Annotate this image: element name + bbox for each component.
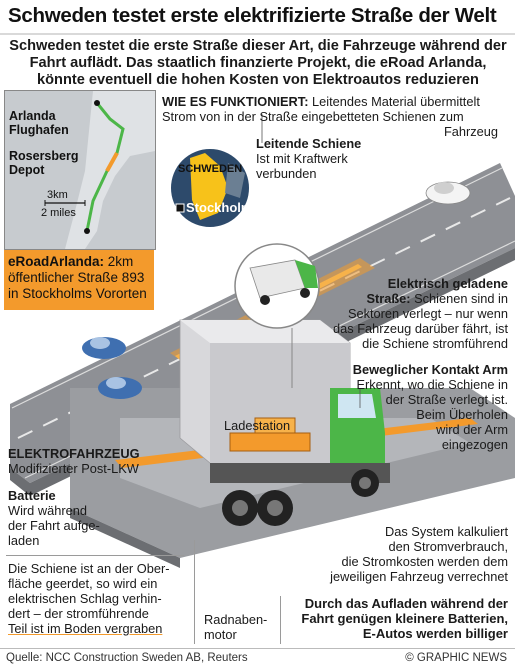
motor-line2: motor <box>204 627 237 642</box>
inset-label-city: Stockholm <box>186 200 253 215</box>
rail-line1: Ist mit Kraftwerk <box>256 151 348 166</box>
ground-line1: Die Schiene ist an der Ober- <box>8 561 170 576</box>
arm-label: Beweglicher Kontakt Arm Erkennt, wo die … <box>330 362 508 452</box>
how-heading: WIE ES FUNKTIONIERT: <box>162 94 309 109</box>
eroad-callout <box>4 250 154 310</box>
billing-line3: die Stromkosten werden dem <box>341 554 508 569</box>
map-label-rosersberg: Rosersberg <box>9 149 79 163</box>
battery-heading: Batterie <box>8 488 56 503</box>
callout-line3: in Stockholms Vororten <box>8 286 147 301</box>
callout-line2: öffentlicher Straße 893 <box>8 270 145 285</box>
eroad-callout-text: eRoadArlanda: 2km öffentlicher Straße 89… <box>8 254 154 302</box>
car-blue-2 <box>98 377 142 399</box>
arm-heading: Beweglicher Kontakt Arm <box>352 362 508 377</box>
source-text: Quelle: NCC Construction Sweden AB, Reut… <box>6 652 248 664</box>
charged-line3: das Fahrzeug darüber fährt, ist <box>333 321 508 336</box>
map-label-flughafen: Flughafen <box>9 123 69 137</box>
sweden-shape <box>190 153 228 220</box>
battery-label: Batterie Wird während der Fahrt aufge- l… <box>8 488 100 548</box>
car-white <box>425 181 471 205</box>
charged-heading2: Straße: <box>366 291 411 306</box>
scale-km: 3km <box>47 189 68 201</box>
scale-miles: 2 miles <box>41 207 76 219</box>
how-line2: Strom von in der Straße eingebetteten Sc… <box>162 109 464 124</box>
rail-line2: verbunden <box>256 166 317 181</box>
battery-box <box>229 432 311 452</box>
page-title: Schweden testet erste elektrifizierte St… <box>8 4 497 27</box>
battery-line3: laden <box>8 533 40 548</box>
charged-heading1: Elektrisch geladene <box>387 276 508 291</box>
arm-line3: Beim Überholen <box>416 407 508 422</box>
inset-label-country: SCHWEDEN <box>178 163 243 175</box>
vehicle-label: ELEKTROFAHRZEUG Modifizierter Post-LKW <box>8 446 140 476</box>
station-label: Ladestation <box>224 418 291 433</box>
ground-line3: elektrischen Schlag verhin- <box>8 591 162 606</box>
arm-line2: der Straße verlegt ist. <box>385 392 508 407</box>
charged-line2: Sektoren verlegt – nur wenn <box>347 306 508 321</box>
map-label-depot: Depot <box>9 163 45 177</box>
how-line1: Leitendes Material übermittelt <box>308 94 480 109</box>
conclusion-line1: Durch das Aufladen während der <box>304 596 508 611</box>
arm-line5: eingezogen <box>441 437 508 452</box>
area-map: Arlanda Flughafen Rosersberg Depot 3km 2… <box>4 90 156 250</box>
vehicle-heading: ELEKTROFAHRZEUG <box>8 446 140 461</box>
credit-text: © GRAPHIC NEWS <box>405 652 507 664</box>
billing-line1: Das System kalkuliert <box>384 524 508 539</box>
ground-label: Die Schiene ist an der Ober- fläche geer… <box>8 561 169 636</box>
rail-heading: Leitende Schiene <box>256 136 362 151</box>
callout-length: 2km <box>104 254 134 269</box>
callout-name: eRoadArlanda: <box>8 254 105 269</box>
ground-line2: fläche geerdet, so wird ein <box>8 576 158 591</box>
ground-line4: dert – der stromführende <box>8 606 149 621</box>
conclusion-line3: E-Autos werden billiger <box>362 626 508 641</box>
billing-line2: den Stromverbrauch, <box>388 539 509 554</box>
how-it-works: WIE ES FUNKTIONIERT: Leitendes Material … <box>162 94 512 139</box>
rail-label: Leitende Schiene Ist mit Kraftwerk verbu… <box>256 136 361 181</box>
billing-label: Das System kalkuliert den Stromverbrauch… <box>300 524 508 584</box>
title-divider <box>0 33 515 35</box>
arm-line1: Erkennt, wo die Schiene in <box>356 377 508 392</box>
eroad-segment <box>105 152 119 172</box>
battery-line1: Wird während <box>8 503 87 518</box>
charged-road-label: Elektrisch geladene Straße: Schienen sin… <box>300 276 508 351</box>
billing-line4: jeweiligen Fahrzeug verrechnet <box>330 569 508 584</box>
battery-line2: der Fahrt aufge- <box>8 518 100 533</box>
car-blue-1 <box>82 337 126 359</box>
illustration <box>10 114 515 568</box>
ground-line5: Teil ist im Boden vergraben <box>8 621 163 636</box>
arm-line4: wird der Arm <box>436 422 508 437</box>
conclusion-leader <box>280 596 281 644</box>
charged-line4: die Schiene stromführend <box>362 336 508 351</box>
footer-divider <box>0 648 515 649</box>
charged-line1: Schienen sind in <box>410 291 508 306</box>
conclusion-line2: Fahrt genügen kleinere Batterien, <box>301 611 508 626</box>
how-line3: Fahrzeug <box>443 124 498 139</box>
map-label-arlanda: Arlanda <box>9 109 56 123</box>
vehicle-line1: Modifizierter Post-LKW <box>8 461 139 476</box>
ground-separator <box>6 555 184 556</box>
subtitle: Schweden testet die erste Straße dieser … <box>9 38 507 88</box>
motor-label: Radnaben- motor <box>204 612 267 642</box>
motor-leader <box>194 540 195 644</box>
conclusion-label: Durch das Aufladen während der Fahrt gen… <box>286 596 508 641</box>
motor-line1: Radnaben- <box>204 612 268 627</box>
